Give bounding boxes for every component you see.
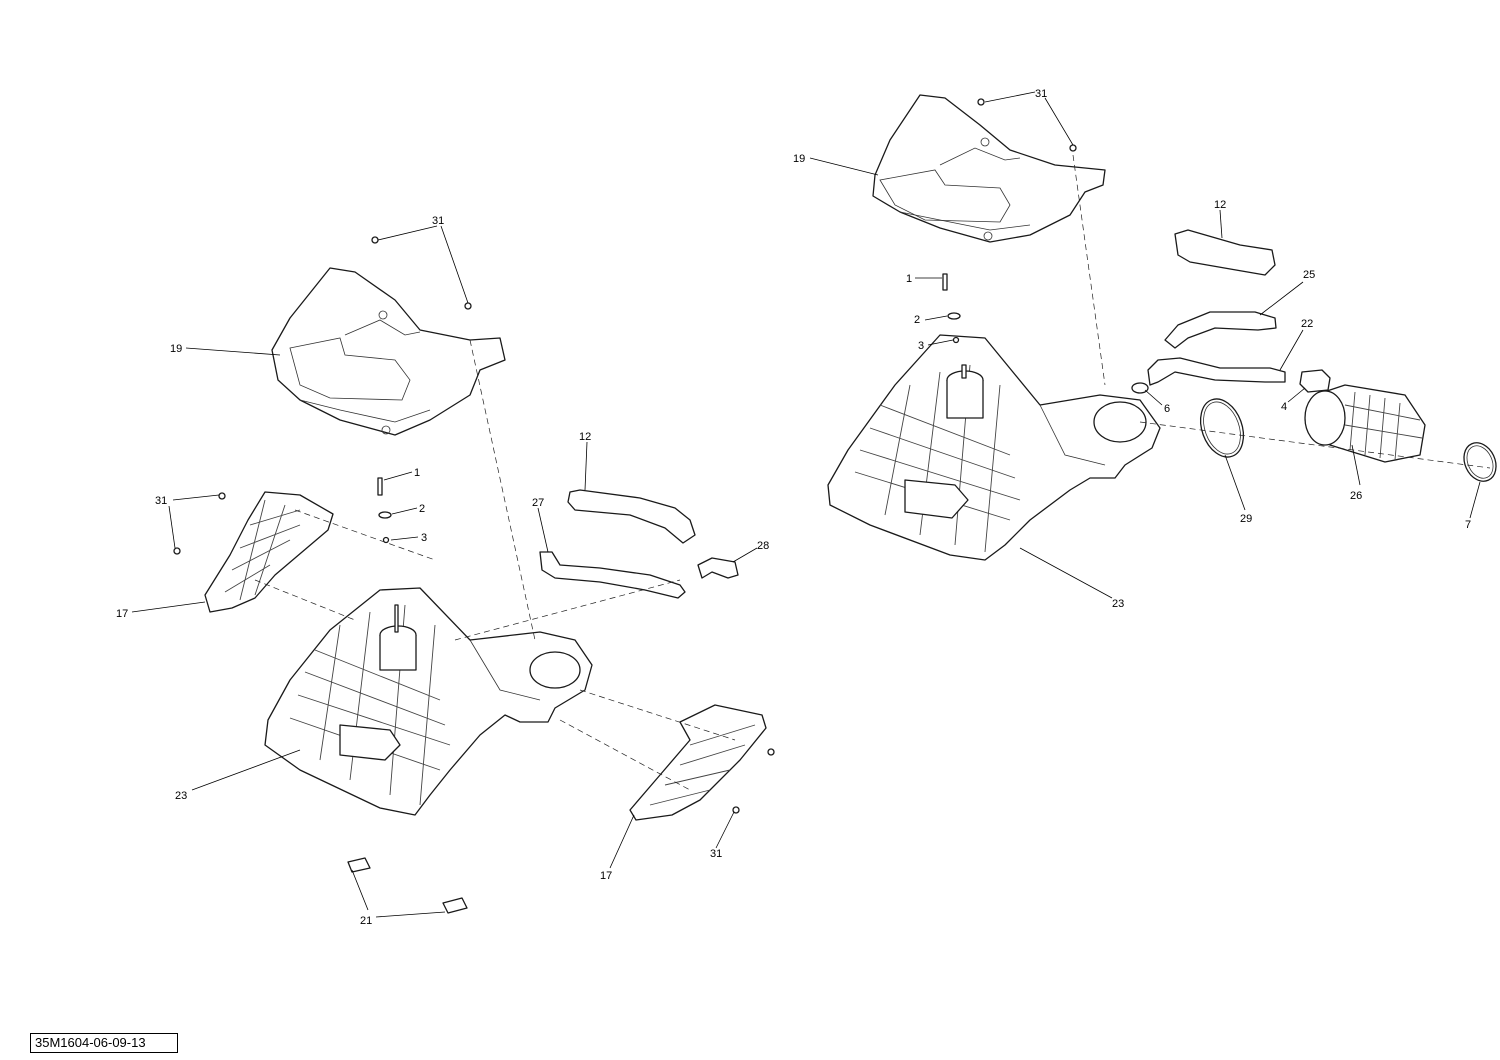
part-12-hose-right	[1174, 229, 1276, 276]
callout-19-right: 19	[793, 153, 805, 165]
part-22-tube	[1147, 357, 1286, 386]
callout-23-left: 23	[175, 790, 187, 802]
right-assembly: 31 19 12 25 1 2 3 22 6 4 29 26 7 23	[793, 88, 1497, 610]
part-19-deflector-right	[872, 94, 1106, 243]
part-12-hose-left	[567, 489, 696, 544]
callout-21: 21	[360, 915, 372, 927]
callout-31-left-top: 31	[432, 215, 444, 227]
callout-31-left-mid: 31	[155, 495, 167, 507]
part-17-vent-lower-left	[629, 704, 767, 821]
callout-2-right: 2	[914, 314, 920, 326]
callout-31-left-bottom: 31	[710, 848, 722, 860]
assembly-lines-right	[1072, 154, 1491, 469]
callout-7: 7	[1465, 519, 1471, 531]
fasteners-right	[942, 98, 1077, 344]
part-23-airbox-left	[264, 587, 593, 816]
part-21-pad-b	[442, 897, 468, 914]
part-28-elbow-fitting	[697, 557, 739, 579]
callout-22: 22	[1301, 318, 1313, 330]
callout-1-left: 1	[414, 467, 420, 479]
callout-28: 28	[757, 540, 769, 552]
callout-12-right: 12	[1214, 199, 1226, 211]
leader-lines-right	[809, 91, 1481, 599]
callout-29: 29	[1240, 513, 1252, 525]
callout-2-left: 2	[419, 503, 425, 515]
part-27-vent-tube	[539, 551, 686, 599]
callout-12-left: 12	[579, 431, 591, 443]
callout-31-right: 31	[1035, 88, 1047, 100]
callout-3-left: 3	[421, 532, 427, 544]
part-29-clamp	[1199, 398, 1245, 458]
part-21-pad-a	[347, 857, 371, 873]
callout-17-left-upper: 17	[116, 608, 128, 620]
callout-27: 27	[532, 497, 544, 509]
callout-1-right: 1	[906, 273, 912, 285]
callout-26: 26	[1350, 490, 1362, 502]
callout-3-right: 3	[918, 340, 924, 352]
callout-25: 25	[1303, 269, 1315, 281]
callout-19-left: 19	[170, 343, 182, 355]
part-6-clamp	[1131, 382, 1149, 394]
callout-4: 4	[1281, 401, 1287, 413]
assembly-lines-left	[254, 339, 736, 791]
part-26-filter	[1304, 384, 1426, 463]
callout-6: 6	[1164, 403, 1170, 415]
callout-23-right: 23	[1112, 598, 1124, 610]
part-19-deflector-left	[271, 267, 506, 436]
fasteners-left	[173, 236, 775, 814]
part-23-airbox-right	[827, 334, 1161, 561]
leader-lines-left	[131, 225, 758, 918]
callout-17-left-lower: 17	[600, 870, 612, 882]
part-25-tube	[1164, 311, 1277, 349]
part-17-vent-upper-left	[204, 491, 334, 613]
diagram-reference-code: 35M1604-06-09-13	[30, 1033, 178, 1053]
left-assembly: 31 19 1 2 3 12 27 28 31 17 23 17 31 21	[116, 215, 775, 927]
part-7-clamp	[1463, 442, 1497, 482]
